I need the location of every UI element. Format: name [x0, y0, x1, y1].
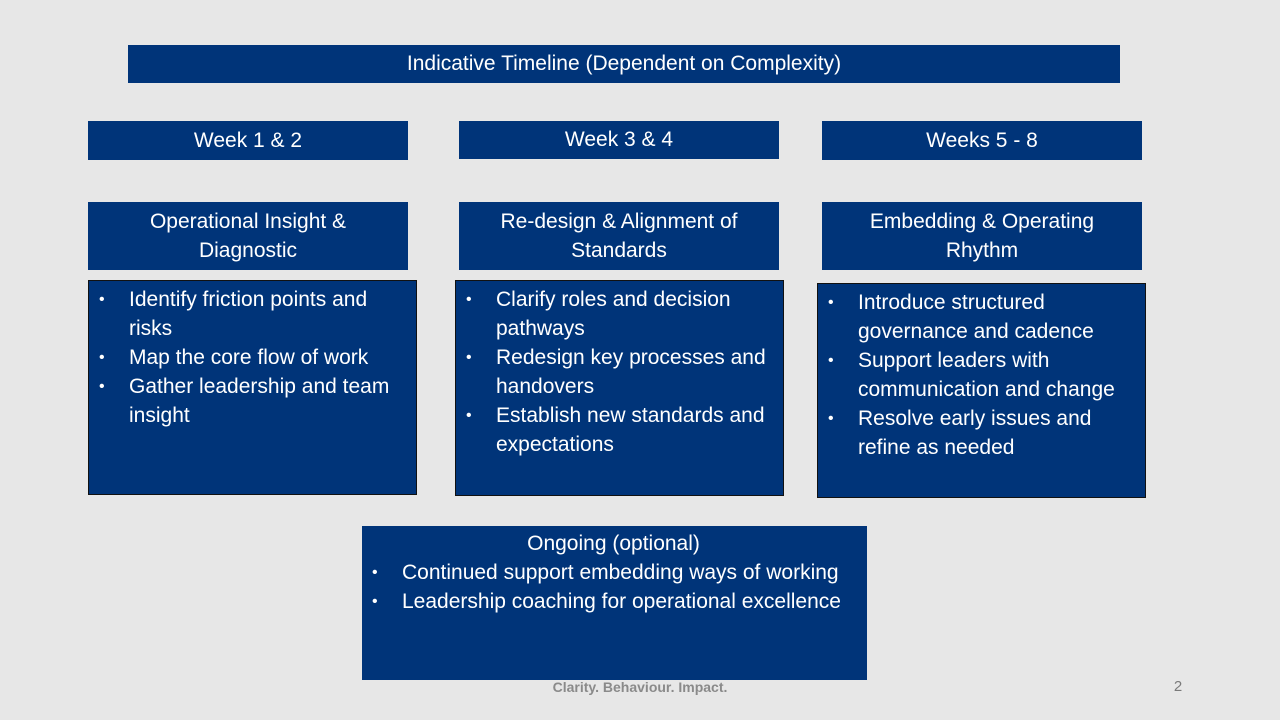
bullet-text: Leadership coaching for operational exce… — [402, 590, 841, 613]
bullet-icon: • — [466, 407, 472, 424]
week-header-1: Week 1 & 2 — [88, 121, 408, 160]
bullet-item: • Clarify roles and decision pathways — [464, 285, 773, 343]
bullet-text: Establish new standards and expectations — [496, 404, 765, 456]
bullet-item: • Resolve early issues and refine as need… — [826, 404, 1135, 462]
timeline-title: Indicative Timeline (Dependent on Comple… — [406, 52, 842, 75]
bullet-item: • Establish new standards and expectation… — [464, 401, 773, 459]
week-label: Weeks 5 - 8 — [926, 128, 1038, 152]
footer-tagline: Clarity. Behaviour. Impact. — [552, 679, 728, 695]
bullet-text: Redesign key processes and handovers — [496, 346, 766, 398]
bullet-item: • Introduce structured governance and cad… — [826, 288, 1135, 346]
bullet-icon: • — [99, 378, 105, 395]
page-number: 2 — [1173, 678, 1183, 695]
bullet-text: Continued support embedding ways of work… — [402, 561, 839, 584]
bullet-text: Clarify roles and decision pathways — [496, 288, 731, 340]
bullet-item: • Continued support embedding ways of wor… — [370, 558, 857, 587]
bullet-icon: • — [99, 291, 105, 308]
phase-bullets-3: • Introduce structured governance and cad… — [817, 283, 1146, 498]
bullet-item: • Leadership coaching for operational exc… — [370, 587, 857, 616]
bullet-icon: • — [466, 291, 472, 308]
ongoing-box: Ongoing (optional) • Continued support em… — [362, 526, 867, 680]
bullet-item: • Redesign key processes and handovers — [464, 343, 773, 401]
bullet-icon: • — [372, 564, 378, 581]
phase-bullets-2: • Clarify roles and decision pathways • Re… — [455, 280, 784, 496]
bullet-icon: • — [828, 410, 834, 427]
week-label: Week 3 & 4 — [564, 128, 674, 151]
bullet-text: Map the core flow of work — [129, 346, 369, 369]
bullet-text: Introduce structured governance and cade… — [858, 291, 1094, 343]
week-header-2: Week 3 & 4 — [459, 121, 779, 159]
bullet-icon: • — [466, 349, 472, 366]
ongoing-title: Ongoing (optional) — [527, 532, 700, 555]
bullet-icon: • — [828, 294, 834, 311]
phase-header-2: Re-design & Alignment of Standards — [459, 202, 779, 270]
week-label: Week 1 & 2 — [193, 128, 303, 152]
phase-bullets-1: • Identify friction points and risks • Map… — [88, 280, 417, 495]
week-header-3: Weeks 5 - 8 — [822, 121, 1142, 160]
bullet-item: • Gather leadership and team insight — [97, 372, 406, 430]
phase-label: Embedding & Operating Rhythm — [869, 210, 1095, 262]
phase-label: Operational Insight & Diagnostic — [149, 210, 347, 262]
bullet-text: Support leaders with communication and c… — [858, 349, 1115, 401]
phase-header-1: Operational Insight & Diagnostic — [88, 202, 408, 270]
bullet-item: • Map the core flow of work — [97, 343, 406, 372]
bullet-text: Resolve early issues and refine as neede… — [858, 407, 1092, 459]
bullet-icon: • — [372, 593, 378, 610]
phase-header-3: Embedding & Operating Rhythm — [822, 202, 1142, 270]
bullet-item: • Support leaders with communication and … — [826, 346, 1135, 404]
bullet-item: • Identify friction points and risks — [97, 285, 406, 343]
timeline-title-bar: Indicative Timeline (Dependent on Comple… — [128, 45, 1120, 83]
bullet-text: Gather leadership and team insight — [129, 375, 390, 427]
phase-label: Re-design & Alignment of Standards — [500, 210, 738, 262]
bullet-icon: • — [99, 349, 105, 366]
bullet-icon: • — [828, 352, 834, 369]
bullet-text: Identify friction points and risks — [129, 288, 368, 340]
